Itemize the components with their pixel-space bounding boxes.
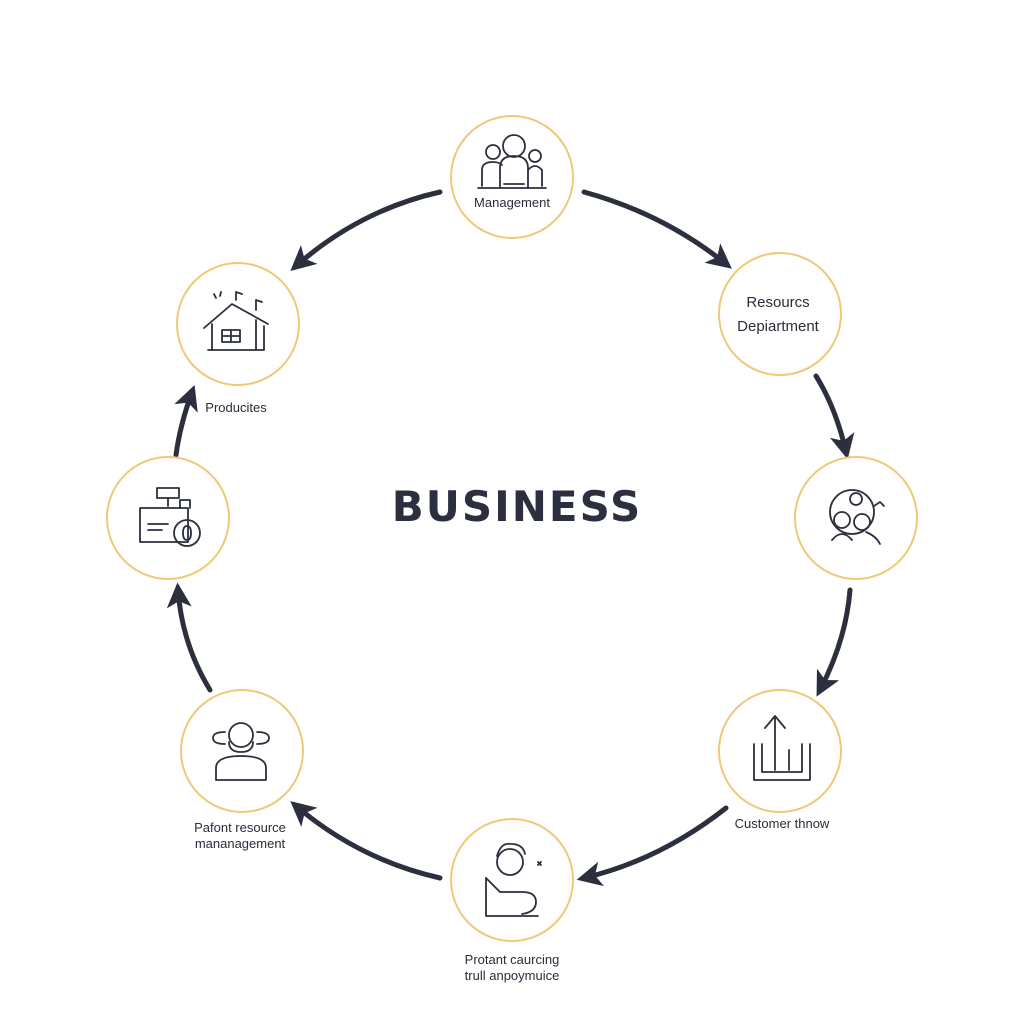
node-customer bbox=[718, 689, 842, 813]
cash-register-icon bbox=[139, 487, 201, 547]
team-icon bbox=[477, 134, 547, 189]
upload-arrow-icon bbox=[753, 715, 811, 781]
globe-people-icon bbox=[829, 489, 885, 545]
person-laptop-icon bbox=[485, 842, 542, 917]
node-label-productes: Producites bbox=[205, 400, 267, 415]
node-management bbox=[450, 115, 574, 239]
node-label-protant-line-2: trull anpoymuice bbox=[465, 968, 560, 983]
node-protant bbox=[450, 818, 574, 942]
arc-management-to-productes bbox=[290, 189, 443, 271]
house-icon bbox=[203, 291, 269, 351]
node-label-management: Management bbox=[474, 195, 550, 210]
person-headset-icon bbox=[212, 722, 270, 781]
arc-customer-to-protant bbox=[576, 805, 729, 887]
cycle-arrows bbox=[166, 189, 855, 887]
arc-globe-to-customer bbox=[816, 587, 853, 697]
node-label-resources-line-2: Depiartment bbox=[737, 318, 820, 335]
node-label-protant-line-1: Protant caurcing bbox=[465, 952, 560, 967]
arc-resources-to-globe bbox=[813, 373, 855, 460]
node-label-pafont-line-1: Pafont resource bbox=[194, 820, 286, 835]
node-resources bbox=[718, 252, 842, 376]
node-label-resources-line-1: Resourcs bbox=[746, 294, 809, 311]
node-label-customer: Customer thnow bbox=[735, 816, 830, 831]
node-register bbox=[106, 456, 230, 580]
arc-register-to-productes bbox=[173, 384, 198, 458]
arc-management-to-resources bbox=[581, 189, 732, 269]
center-title: BUSINESS bbox=[391, 482, 643, 531]
arc-protant-to-pafont bbox=[290, 801, 443, 881]
arc-pafont-to-register bbox=[166, 582, 213, 693]
node-productes bbox=[176, 262, 300, 386]
node-pafont bbox=[180, 689, 304, 813]
node-label-pafont-line-2: mananagement bbox=[195, 836, 286, 851]
